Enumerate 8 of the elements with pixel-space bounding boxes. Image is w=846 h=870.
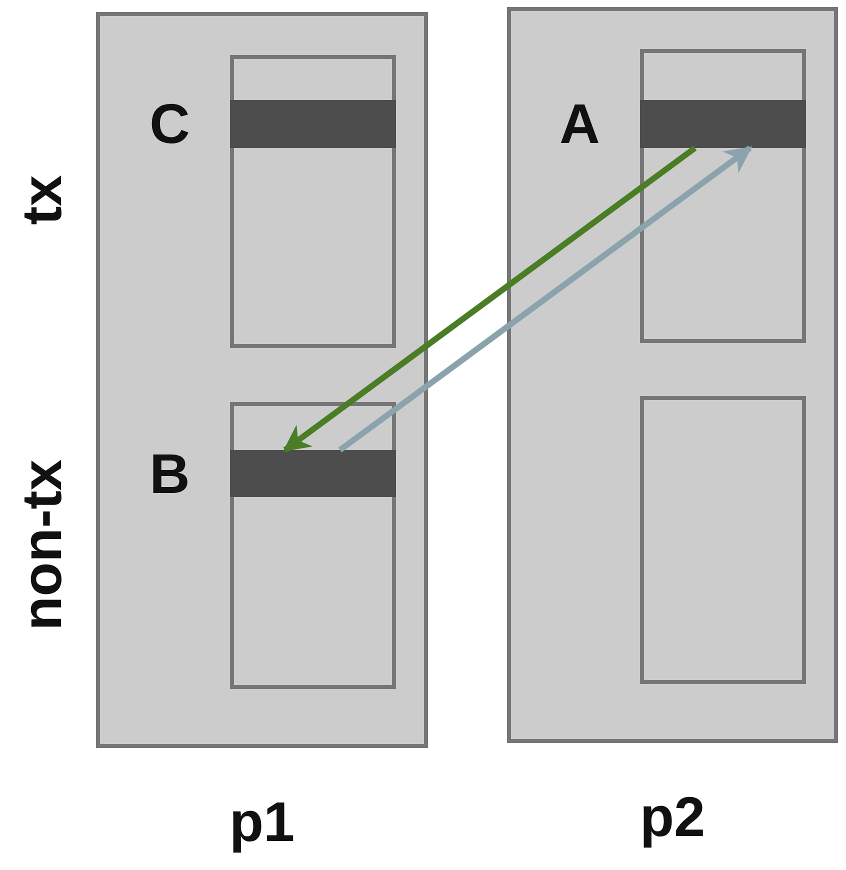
inner-box [640, 396, 806, 684]
row-label: non-tx [14, 459, 70, 631]
region-letter: B [150, 446, 190, 502]
arrow [282, 146, 697, 452]
region-letter: C [150, 96, 190, 152]
row-label: tx [14, 175, 70, 225]
arrow [338, 146, 752, 452]
region-letter: A [560, 96, 600, 152]
